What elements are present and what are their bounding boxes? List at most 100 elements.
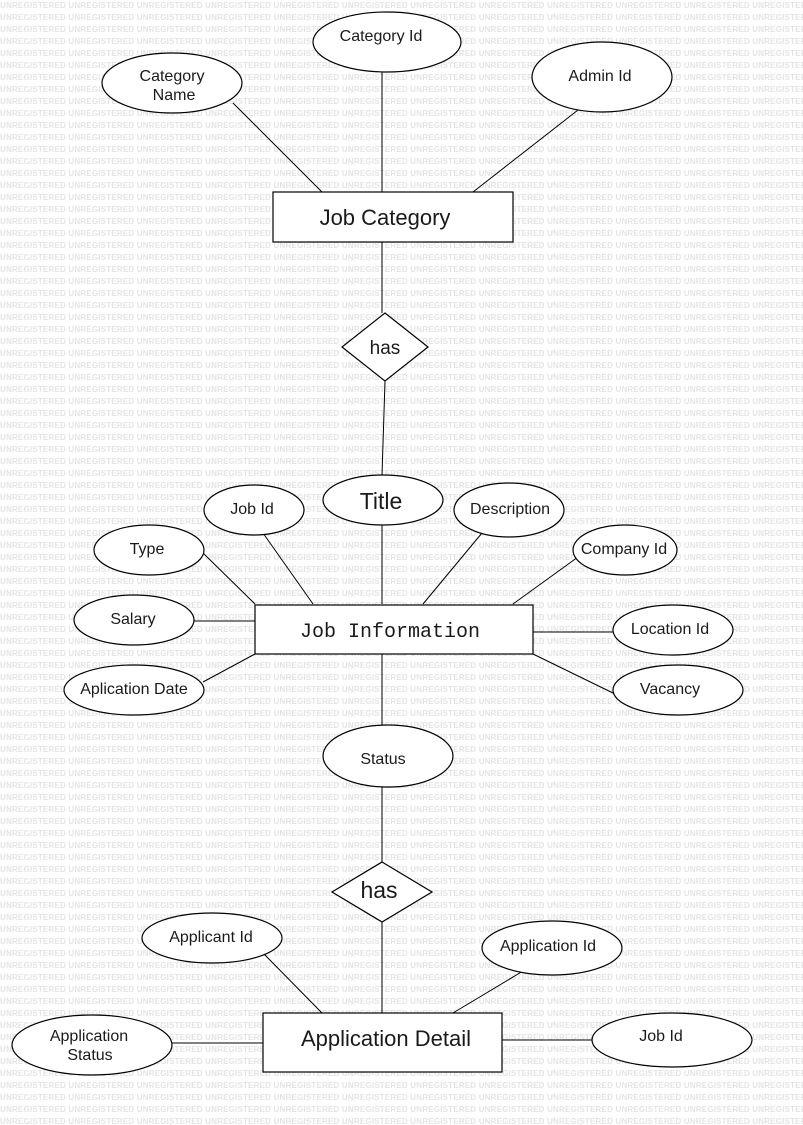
watermark-row: UNREGISTERED UNREGISTERED UNREGISTERED U… xyxy=(0,1,803,10)
watermark-row: UNREGISTERED UNREGISTERED UNREGISTERED U… xyxy=(0,1069,803,1078)
attribute-label: Application Id xyxy=(500,938,596,955)
watermark-row: UNREGISTERED UNREGISTERED UNREGISTERED U… xyxy=(0,817,803,826)
watermark-row: UNREGISTERED UNREGISTERED UNREGISTERED U… xyxy=(0,1105,803,1114)
watermark-row: UNREGISTERED UNREGISTERED UNREGISTERED U… xyxy=(0,865,803,874)
entity-label: Application Detail xyxy=(301,1026,471,1051)
watermark-row: UNREGISTERED UNREGISTERED UNREGISTERED U… xyxy=(0,1093,803,1102)
attribute-company-id: Company Id xyxy=(572,524,678,576)
watermark-row: UNREGISTERED UNREGISTERED UNREGISTERED U… xyxy=(0,301,803,310)
attribute-label: Type xyxy=(130,541,165,558)
attribute-admin-id: Admin Id xyxy=(531,41,673,113)
watermark-row: UNREGISTERED UNREGISTERED UNREGISTERED U… xyxy=(0,265,803,274)
watermark-row: UNREGISTERED UNREGISTERED UNREGISTERED U… xyxy=(0,385,803,394)
watermark-row: UNREGISTERED UNREGISTERED UNREGISTERED U… xyxy=(0,1117,803,1125)
watermark-row: UNREGISTERED UNREGISTERED UNREGISTERED U… xyxy=(0,409,803,418)
attribute-label: Applicant Id xyxy=(169,929,253,946)
watermark-row: UNREGISTERED UNREGISTERED UNREGISTERED U… xyxy=(0,457,803,466)
watermark-row: UNREGISTERED UNREGISTERED UNREGISTERED U… xyxy=(0,589,803,598)
watermark-row: UNREGISTERED UNREGISTERED UNREGISTERED U… xyxy=(0,85,803,94)
watermark-row: UNREGISTERED UNREGISTERED UNREGISTERED U… xyxy=(0,169,803,178)
connector-type xyxy=(202,552,256,605)
watermark-row: UNREGISTERED UNREGISTERED UNREGISTERED U… xyxy=(0,469,803,478)
attribute-label: Status xyxy=(360,751,405,768)
watermark-row: UNREGISTERED UNREGISTERED UNREGISTERED U… xyxy=(0,313,803,322)
watermark-row: UNREGISTERED UNREGISTERED UNREGISTERED U… xyxy=(0,997,803,1006)
watermark-row: UNREGISTERED UNREGISTERED UNREGISTERED U… xyxy=(0,673,803,682)
entity-job-category: Job Category xyxy=(272,191,514,243)
connector-aplication-date xyxy=(202,653,256,683)
attribute-label-line2: Name xyxy=(153,87,196,104)
watermark-row: UNREGISTERED UNREGISTERED UNREGISTERED U… xyxy=(0,973,803,982)
watermark-row: UNREGISTERED UNREGISTERED UNREGISTERED U… xyxy=(0,253,803,262)
watermark-row: UNREGISTERED UNREGISTERED UNREGISTERED U… xyxy=(0,289,803,298)
connector-admin-id xyxy=(472,109,579,193)
watermark-row: UNREGISTERED UNREGISTERED UNREGISTERED U… xyxy=(0,397,803,406)
attribute-label-line1: Application xyxy=(50,1028,128,1045)
attribute-type: Type xyxy=(93,524,205,576)
watermark-row: UNREGISTERED UNREGISTERED UNREGISTERED U… xyxy=(0,853,803,862)
watermark-row: UNREGISTERED UNREGISTERED UNREGISTERED U… xyxy=(0,445,803,454)
attribute-title: Title xyxy=(322,474,444,526)
watermark-row: UNREGISTERED UNREGISTERED UNREGISTERED U… xyxy=(0,565,803,574)
watermark-row: UNREGISTERED UNREGISTERED UNREGISTERED U… xyxy=(0,433,803,442)
watermark-row: UNREGISTERED UNREGISTERED UNREGISTERED U… xyxy=(0,961,803,970)
watermark-row: UNREGISTERED UNREGISTERED UNREGISTERED U… xyxy=(0,277,803,286)
attribute-salary: Salary xyxy=(73,594,195,646)
watermark-row: UNREGISTERED UNREGISTERED UNREGISTERED U… xyxy=(0,805,803,814)
attribute-aplication-date: Aplication Date xyxy=(63,664,205,716)
attribute-vacancy: Vacancy xyxy=(612,664,744,716)
attribute-label: Salary xyxy=(110,611,155,628)
attribute-description: Description xyxy=(453,482,565,538)
watermark-row: UNREGISTERED UNREGISTERED UNREGISTERED U… xyxy=(0,541,803,550)
watermark-row: UNREGISTERED UNREGISTERED UNREGISTERED U… xyxy=(0,553,803,562)
watermark-row: UNREGISTERED UNREGISTERED UNREGISTERED U… xyxy=(0,133,803,142)
connector-job-id xyxy=(262,532,314,605)
attribute-label: Company Id xyxy=(581,541,667,558)
attribute-label: Admin Id xyxy=(568,68,631,85)
watermark-row: UNREGISTERED UNREGISTERED UNREGISTERED U… xyxy=(0,949,803,958)
connector-application-id xyxy=(452,970,524,1014)
relationship-label: has xyxy=(360,877,397,903)
watermark-row: UNREGISTERED UNREGISTERED UNREGISTERED U… xyxy=(0,73,803,82)
watermark-row: UNREGISTERED UNREGISTERED UNREGISTERED U… xyxy=(0,97,803,106)
attribute-location-id: Location Id xyxy=(612,604,734,656)
watermark-row: UNREGISTERED UNREGISTERED UNREGISTERED U… xyxy=(0,181,803,190)
connector-vacancy xyxy=(532,653,616,695)
attribute-label: Location Id xyxy=(631,621,709,638)
watermark-row: UNREGISTERED UNREGISTERED UNREGISTERED U… xyxy=(0,793,803,802)
watermark-row: UNREGISTERED UNREGISTERED UNREGISTERED U… xyxy=(0,157,803,166)
attribute-job-id: Job Id xyxy=(203,484,305,536)
connector-applicant-id xyxy=(262,952,323,1014)
watermark-row: UNREGISTERED UNREGISTERED UNREGISTERED U… xyxy=(0,985,803,994)
watermark-row: UNREGISTERED UNREGISTERED UNREGISTERED U… xyxy=(0,1081,803,1090)
attribute-job-id-2: Job Id xyxy=(591,1012,753,1068)
attribute-application-status: Application Status xyxy=(11,1014,173,1076)
connector-lines xyxy=(172,72,616,1044)
attribute-label-line1: Category xyxy=(140,68,205,85)
attribute-label: Aplication Date xyxy=(80,681,188,698)
attribute-applicant-id: Applicant Id xyxy=(141,912,283,964)
attribute-label: Category Id xyxy=(340,28,423,45)
watermark-row: UNREGISTERED UNREGISTERED UNREGISTERED U… xyxy=(0,121,803,130)
entity-job-information: Job Information xyxy=(254,604,534,655)
attribute-label: Job Id xyxy=(639,1028,683,1045)
entity-label: Job Category xyxy=(320,205,451,230)
watermark-row: UNREGISTERED UNREGISTERED UNREGISTERED U… xyxy=(0,661,803,670)
watermark-row: UNREGISTERED UNREGISTERED UNREGISTERED U… xyxy=(0,829,803,838)
relationship-label: has xyxy=(370,338,401,359)
watermark-row: UNREGISTERED UNREGISTERED UNREGISTERED U… xyxy=(0,937,803,946)
entity-label: Job Information xyxy=(300,621,480,644)
attribute-category-id: Category Id xyxy=(312,11,462,73)
attribute-application-id: Application Id xyxy=(481,920,623,976)
watermark-row: UNREGISTERED UNREGISTERED UNREGISTERED U… xyxy=(0,421,803,430)
watermark-row: UNREGISTERED UNREGISTERED UNREGISTERED U… xyxy=(0,241,803,250)
relationship-has-2: has xyxy=(330,861,434,923)
connector-description xyxy=(422,532,483,605)
relationship-has-1: has xyxy=(341,312,429,382)
watermark-row: UNREGISTERED UNREGISTERED UNREGISTERED U… xyxy=(0,697,803,706)
attribute-label: Description xyxy=(470,501,550,518)
attribute-category-name: Category Name xyxy=(101,52,243,114)
entity-application-detail: Application Detail xyxy=(262,1012,503,1073)
watermark-row: UNREGISTERED UNREGISTERED UNREGISTERED U… xyxy=(0,577,803,586)
